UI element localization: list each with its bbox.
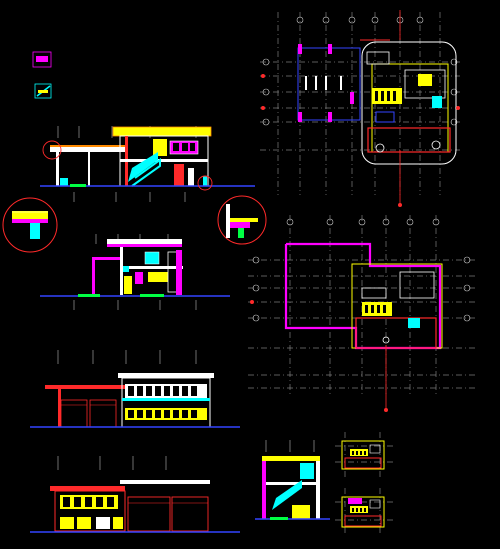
detail-circle-left (2, 197, 58, 253)
legend-thumbnails (32, 51, 52, 99)
elevation-front-1 (30, 350, 240, 428)
plan-small-lower (335, 488, 395, 535)
section-stair (255, 440, 330, 520)
elevation-front-2 (30, 456, 240, 533)
plan-small-upper (335, 432, 395, 478)
section-elevation-1 (40, 126, 255, 202)
section-2 (40, 234, 230, 310)
floor-plan-ground (260, 10, 460, 207)
floor-plan-upper (248, 215, 475, 412)
detail-circle-right (217, 195, 267, 245)
